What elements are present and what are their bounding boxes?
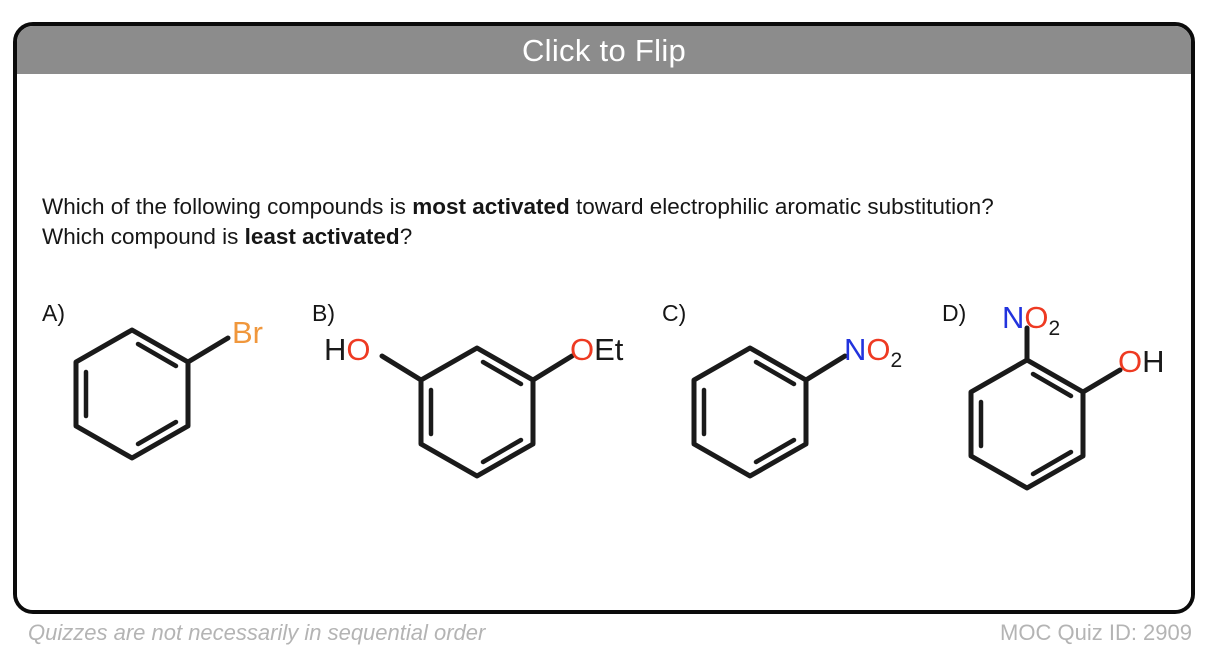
structure-nitrobenzene: NO2 xyxy=(691,332,902,479)
choice-c-label: C) xyxy=(662,300,687,326)
answer-choice-a[interactable]: A) Br xyxy=(42,302,292,492)
answer-choices-row: A) Br B) xyxy=(17,302,1191,502)
oet-label: OEt xyxy=(570,332,624,367)
answer-choice-c[interactable]: C) NO2 xyxy=(662,302,952,492)
question-text: Which of the following compounds is most… xyxy=(42,192,1172,252)
no2-label: NO2 xyxy=(844,332,902,371)
oh-label: OH xyxy=(1118,344,1165,379)
question-line1-part1: Which of the following compounds is xyxy=(42,194,413,219)
question-line2-part1: Which compound is xyxy=(42,224,245,250)
moc-quiz-id: MOC Quiz ID: 2909 xyxy=(1000,620,1192,645)
card-header-flip-bar[interactable]: Click to Flip xyxy=(17,26,1191,74)
structure-3-ethoxyphenol: HO OEt xyxy=(324,332,624,479)
click-to-flip-label: Click to Flip xyxy=(521,32,687,68)
question-line1-emphasis: most activated xyxy=(412,194,570,219)
question-line1-part2: toward electrophilic aromatic substituti… xyxy=(569,194,994,219)
quiz-flashcard[interactable]: Click to Flip Which of the following com… xyxy=(13,22,1195,614)
ho-label: HO xyxy=(324,332,371,367)
card-body: Which of the following compounds is most… xyxy=(17,74,1191,610)
answer-choice-d[interactable]: D) NO2 xyxy=(942,300,1191,492)
answer-choice-b[interactable]: B) HO xyxy=(312,302,642,492)
choice-b-label: B) xyxy=(312,300,335,326)
structure-2-nitrophenol: NO2 OH xyxy=(968,302,1165,491)
choice-d-label: D) xyxy=(942,300,967,326)
no2-label-d: NO2 xyxy=(1002,302,1060,340)
card-footer: Quizzes are not necessarily in sequentia… xyxy=(0,616,1214,656)
question-line2-emphasis: least activated xyxy=(244,224,400,250)
structure-bromobenzene: Br xyxy=(73,315,263,461)
br-label: Br xyxy=(232,315,263,350)
question-line-2: Which compound is least activated? xyxy=(42,222,1172,252)
sequential-order-note: Quizzes are not necessarily in sequentia… xyxy=(28,620,486,645)
question-line2-part2: ? xyxy=(399,224,413,250)
question-line-1: Which of the following compounds is most… xyxy=(42,192,1172,222)
choice-a-label: A) xyxy=(42,300,65,326)
